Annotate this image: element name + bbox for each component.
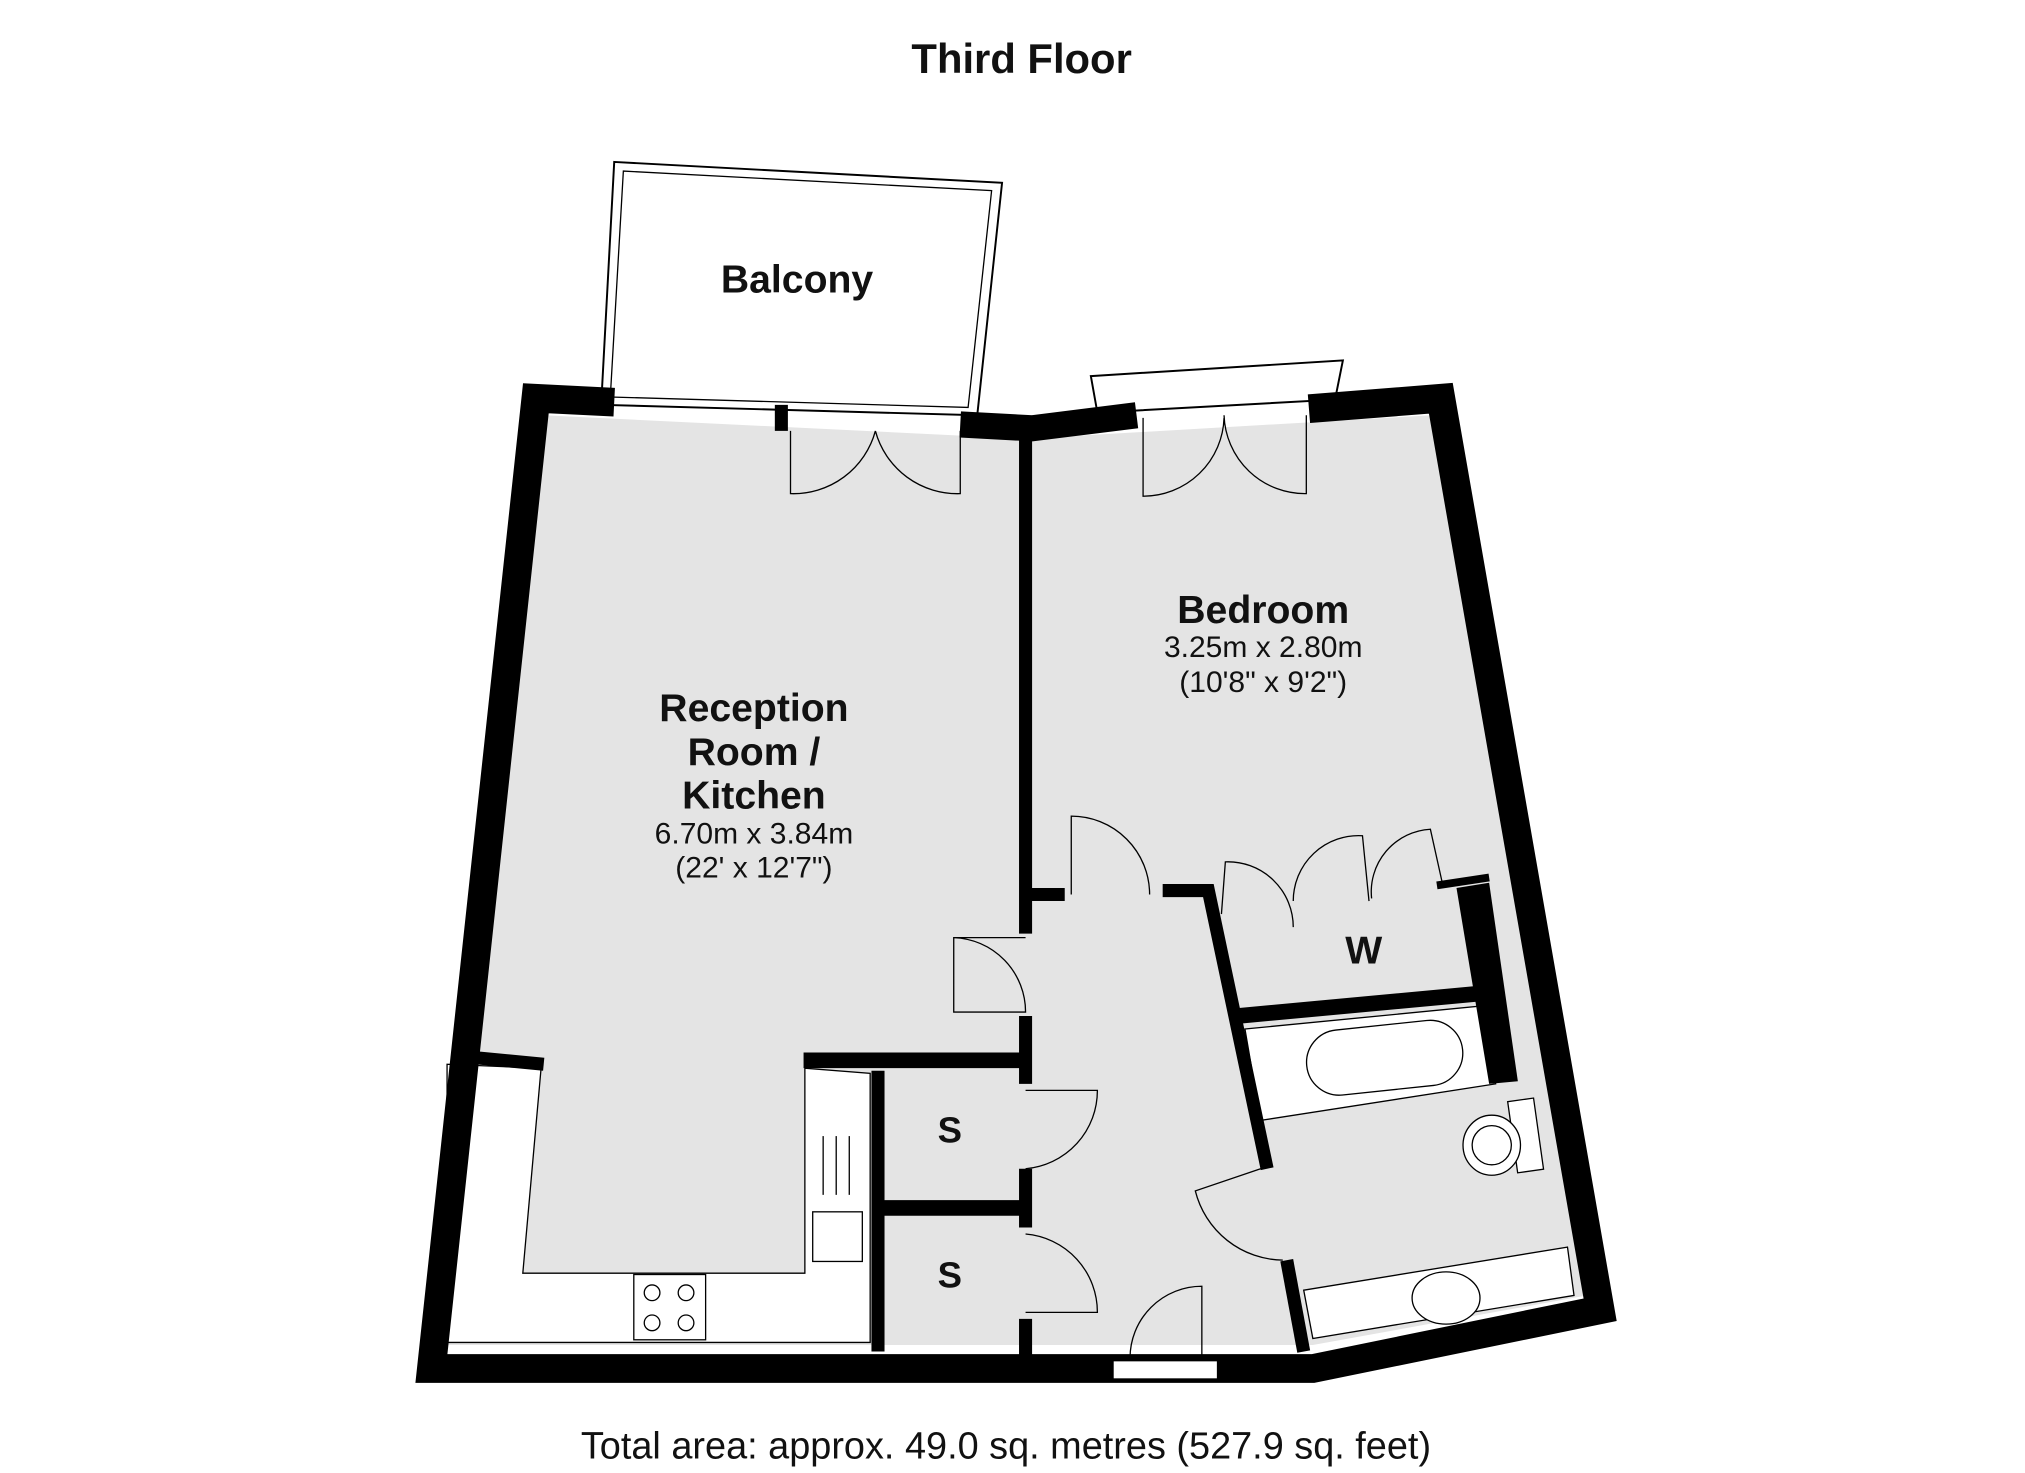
hob-icon bbox=[633, 1273, 707, 1341]
svg-text:6.70m x 3.84m: 6.70m x 3.84m bbox=[655, 818, 854, 851]
reception-room-label: Reception Room / Kitchen 6.70m x 3.84m (… bbox=[655, 687, 854, 885]
bedroom-door bbox=[1070, 815, 1151, 895]
sink-icon bbox=[812, 1211, 863, 1263]
balcony: Balcony bbox=[600, 160, 1004, 417]
storage-2-door bbox=[1025, 1233, 1099, 1314]
walls bbox=[415, 382, 1617, 1383]
bathroom-fixtures bbox=[1244, 1004, 1575, 1340]
doors bbox=[789, 415, 1445, 1380]
svg-text:3.25m x 2.80m: 3.25m x 2.80m bbox=[1164, 631, 1363, 664]
basin-icon bbox=[1411, 1271, 1481, 1325]
entrance-door bbox=[1129, 1285, 1203, 1359]
storage-2-label: S bbox=[938, 1255, 962, 1296]
drainer bbox=[822, 1136, 850, 1195]
entrance-threshold bbox=[1112, 1360, 1219, 1380]
svg-text:Room /: Room / bbox=[688, 731, 821, 774]
floor-title: Third Floor bbox=[911, 35, 1131, 82]
wardrobe-label: W bbox=[1345, 930, 1382, 973]
bedroom-balcony-doors bbox=[1142, 415, 1307, 497]
svg-text:Reception: Reception bbox=[659, 687, 848, 730]
svg-text:(10'8" x 9'2"): (10'8" x 9'2") bbox=[1179, 666, 1347, 699]
svg-text:Bedroom: Bedroom bbox=[1177, 589, 1349, 632]
balcony-label: Balcony bbox=[721, 259, 874, 302]
storage-1-door bbox=[1025, 1089, 1099, 1170]
svg-text:(22' x 12'7"): (22' x 12'7") bbox=[675, 852, 832, 885]
bathroom-door bbox=[1194, 1168, 1283, 1261]
storage-1-label: S bbox=[938, 1110, 962, 1151]
svg-text:Kitchen: Kitchen bbox=[682, 774, 826, 817]
bedroom-label: Bedroom 3.25m x 2.80m (10'8" x 9'2") bbox=[1164, 589, 1363, 699]
reception-balcony-doors bbox=[789, 430, 961, 495]
kitchen-counter bbox=[446, 1063, 871, 1344]
reception-door bbox=[953, 936, 1027, 1013]
wardrobe-doors bbox=[1220, 828, 1445, 928]
total-area: Total area: approx. 49.0 sq. metres (527… bbox=[581, 1426, 1431, 1468]
